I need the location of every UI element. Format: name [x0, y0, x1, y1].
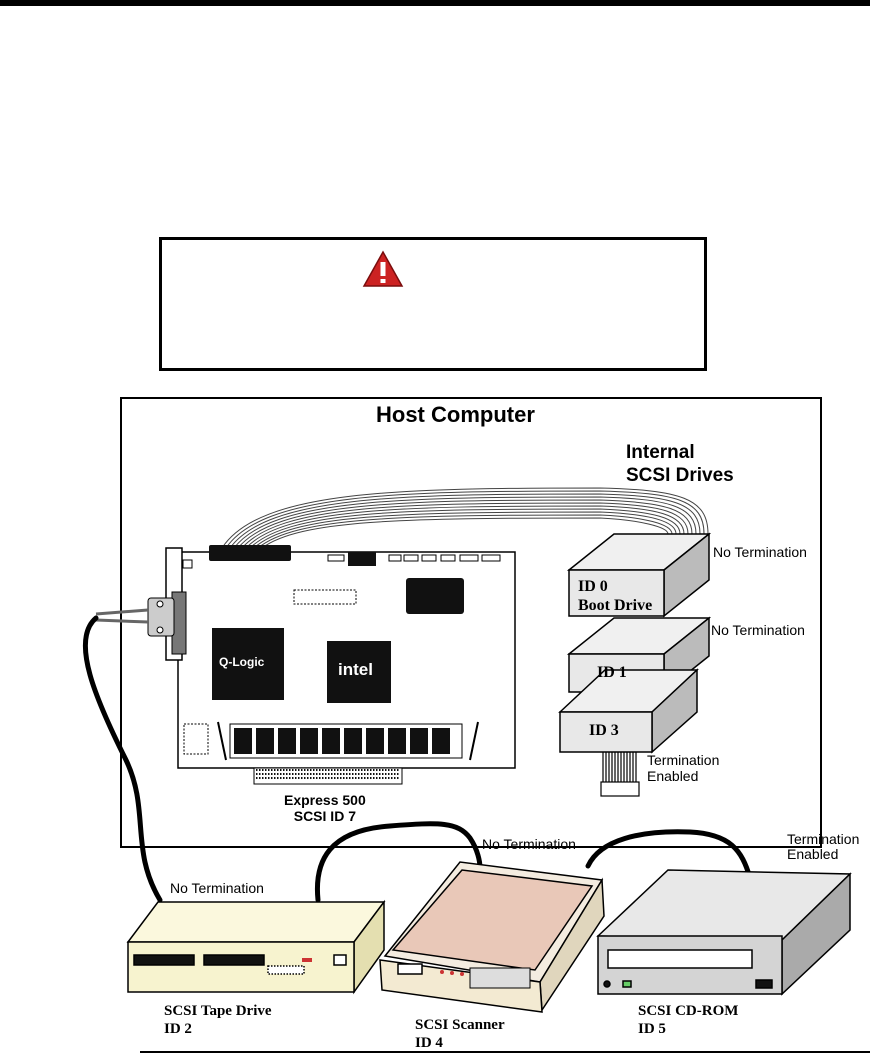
cdrom-name: SCSI CD-ROM — [638, 1003, 739, 1019]
drive-id1-termination: No Termination — [711, 622, 805, 638]
qlogic-chip-label: Q-Logic — [219, 655, 265, 669]
tape-drive-name: SCSI Tape Drive — [164, 1003, 272, 1019]
scanner-termination: No Termination — [482, 836, 576, 852]
drive-id0-line1: ID 0 — [578, 578, 608, 595]
drive-id0-termination: No Termination — [713, 544, 807, 560]
tape-drive-termination: No Termination — [170, 880, 264, 896]
drive-id0-line2: Boot Drive — [578, 597, 653, 614]
internal-drives-title-line2: SCSI Drives — [626, 465, 734, 486]
warning-icon — [362, 250, 404, 287]
cdrom-device — [596, 869, 852, 996]
drive-id3-label: ID 3 — [589, 722, 619, 739]
adapter-name: Express 500 — [284, 792, 366, 808]
drive-id1-label: ID 1 — [597, 664, 627, 681]
cdrom-termination-line2: Enabled — [787, 846, 839, 862]
drive-id3-termination: Termination Enabled — [647, 752, 719, 784]
cdrom-label: SCSI CD-ROM ID 5 — [638, 1002, 738, 1038]
cdrom-termination-line1: Termination — [787, 831, 860, 847]
host-computer-title: Host Computer — [376, 402, 535, 427]
internal-drive-id0 — [566, 532, 712, 618]
warning-box — [159, 237, 707, 371]
cdrom-id: ID 5 — [638, 1021, 666, 1037]
internal-ribbon-cable — [221, 487, 709, 549]
tape-drive-label: SCSI Tape Drive ID 2 — [164, 1002, 272, 1038]
external-cables — [82, 615, 753, 903]
scanner-device — [379, 861, 605, 1013]
drive-id3-termination-line1: Termination — [647, 752, 720, 768]
internal-terminator — [600, 752, 640, 797]
internal-drives-title-line1: Internal — [626, 442, 695, 463]
tape-drive-device — [126, 899, 386, 995]
top-rule — [0, 0, 870, 6]
internal-scsi-connector — [209, 545, 291, 561]
intel-logo: intel — [338, 660, 373, 679]
tape-drive-id: ID 2 — [164, 1021, 192, 1037]
host-computer-box — [120, 397, 822, 848]
bottom-rule — [140, 1051, 870, 1053]
adapter-scsi-id: SCSI ID 7 — [293, 808, 356, 824]
drive-id3-termination-line2: Enabled — [647, 768, 699, 784]
external-scsi-connector — [95, 591, 187, 655]
drive-id0-label: ID 0 Boot Drive — [578, 577, 652, 615]
scanner-name: SCSI Scanner — [415, 1017, 505, 1033]
adapter-label: Express 500 SCSI ID 7 — [284, 792, 366, 824]
internal-drives-title: Internal SCSI Drives — [626, 441, 734, 487]
scanner-label: SCSI Scanner ID 4 — [415, 1016, 505, 1052]
scanner-id: ID 4 — [415, 1035, 443, 1051]
cdrom-termination: Termination Enabled — [787, 832, 859, 862]
